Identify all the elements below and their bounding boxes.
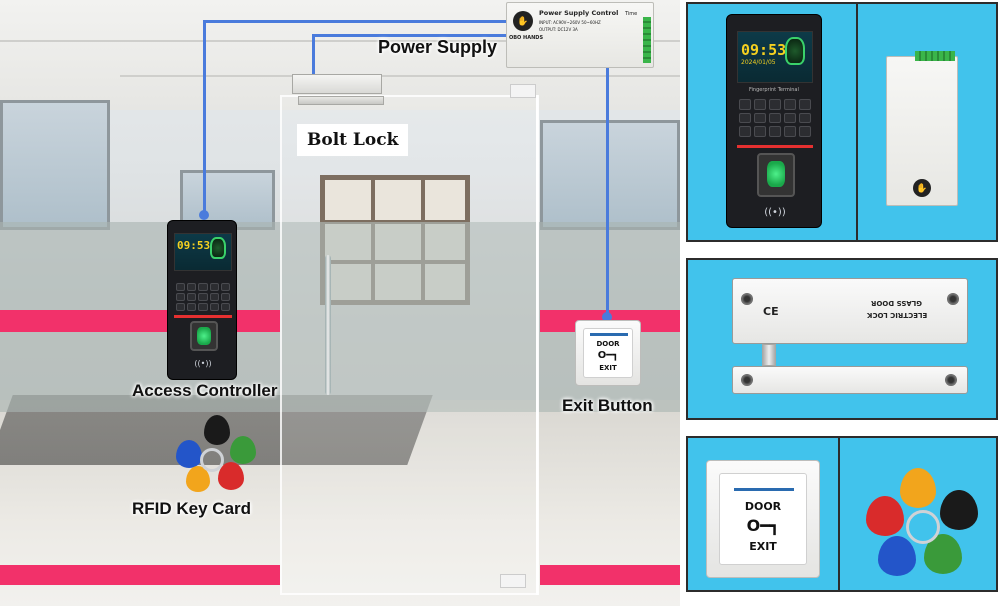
installation-scene: ✋ OBO HANDS Power Supply Control INPUT: …	[0, 0, 680, 606]
key-icon: O━┓	[746, 516, 780, 535]
key-icon: O━┓	[597, 350, 619, 361]
wire	[606, 68, 609, 318]
exit-button-device: DOOR O━┓ EXIT	[575, 320, 641, 386]
window	[0, 100, 110, 230]
exit-button-closeup: DOOR O━┓ EXIT	[706, 460, 820, 578]
rfid-fob-blue	[878, 536, 916, 576]
door-handle	[325, 255, 331, 395]
label-bolt-lock: Bolt Lock	[297, 124, 409, 156]
brand-logo-icon: ✋	[513, 11, 533, 31]
door-clip	[510, 84, 536, 98]
fingerprint-sensor	[190, 321, 218, 351]
lock-brand-text: GLASS DOOR	[871, 299, 922, 307]
device-indicator	[174, 315, 232, 318]
panel-bolt-lock: CE GLASS DOOR ELECTRIC LOCK	[686, 258, 998, 420]
wire-connector	[602, 312, 612, 322]
lock-title-text: ELECTRIC LOCK	[867, 311, 928, 319]
psu-output-spec: OUTPUT: DC12V 3A	[539, 27, 578, 32]
closeup-time: 09:53	[741, 41, 787, 59]
door-edge	[536, 95, 539, 595]
ceiling-line	[0, 40, 680, 42]
key-ring	[906, 510, 940, 544]
label-power-supply: Power Supply	[378, 37, 498, 57]
bolt-lock-body	[292, 74, 382, 94]
exit-button-face: DOOR O━┓ EXIT	[583, 328, 633, 378]
pink-stripe	[540, 565, 680, 585]
rfid-fob-black	[204, 415, 230, 445]
closeup-date: 2024/01/05	[741, 59, 776, 66]
bolt-lock-plate	[298, 96, 384, 105]
keypad	[739, 99, 811, 137]
wire	[312, 34, 315, 74]
label-rfid-key-card: RFID Key Card	[132, 499, 252, 518]
key-ring	[200, 448, 224, 472]
wire-connector	[199, 210, 209, 220]
fingerprint-icon	[210, 237, 226, 259]
keypad	[176, 283, 230, 311]
bolt-pin	[762, 344, 776, 366]
label-access-controller: Access Controller	[132, 381, 278, 400]
psu-input-spec: INPUT: AC90V~260V 50~60HZ	[539, 20, 601, 25]
rfid-fob-black	[940, 490, 978, 530]
controller-closeup: 09:53 2024/01/05 Fingerprint Terminal ((…	[726, 14, 822, 228]
rfid-icon: ((•))	[764, 207, 786, 218]
wire	[312, 34, 512, 37]
fingerprint-icon	[785, 37, 805, 65]
rfid-fob-blue	[176, 440, 202, 468]
glass-door	[280, 95, 538, 595]
psu-time-label: Time	[625, 11, 638, 17]
closeup-subtitle: Fingerprint Terminal	[749, 87, 799, 93]
terminal-block	[643, 17, 651, 63]
wire	[203, 20, 206, 216]
psu-title: Power Supply Control	[539, 9, 619, 17]
exit-door-text: DOOR	[596, 340, 620, 348]
rfid-fob-red	[218, 462, 244, 490]
door-clip	[500, 574, 526, 588]
rfid-fob-yellow	[900, 468, 936, 508]
rfid-icon: ((•))	[194, 359, 212, 368]
bolt-lock-strike	[732, 366, 968, 394]
exit-exit-text: EXIT	[599, 364, 617, 372]
panel-exit-fobs: DOOR O━┓ EXIT	[686, 436, 998, 592]
rfid-fob-green	[230, 436, 256, 464]
closeup-exit-text: EXIT	[749, 540, 777, 553]
fingerprint-sensor	[757, 153, 795, 197]
psu-closeup: ✋	[886, 51, 958, 206]
access-controller-device: 09:53 ((•))	[167, 220, 237, 380]
window	[540, 120, 680, 230]
psu-brand: OBO HANDS	[509, 35, 544, 41]
ceiling-line	[120, 75, 680, 77]
brand-logo-icon: ✋	[913, 179, 931, 197]
rfid-fob-red	[866, 496, 904, 536]
wire	[203, 20, 513, 23]
closeup-door-text: DOOR	[744, 500, 782, 513]
panel-controller-psu: 09:53 2024/01/05 Fingerprint Terminal ((…	[686, 2, 998, 242]
bolt-lock-closeup: CE GLASS DOOR ELECTRIC LOCK	[732, 278, 968, 344]
pink-stripe	[0, 565, 280, 585]
device-time: 09:53	[177, 239, 211, 252]
ce-mark: CE	[763, 305, 779, 318]
label-exit-button: Exit Button	[562, 396, 653, 415]
power-supply-unit: ✋ OBO HANDS Power Supply Control INPUT: …	[506, 2, 654, 68]
pink-stripe	[0, 310, 280, 332]
